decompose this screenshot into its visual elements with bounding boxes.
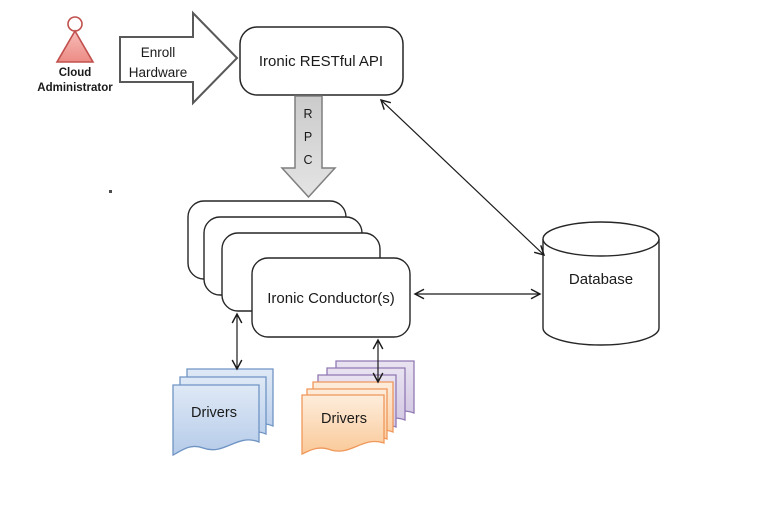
actor-body-icon: [55, 29, 95, 63]
drivers-blue-stack: [172, 368, 274, 457]
ironic-restful-api-box: [239, 26, 404, 96]
drivers-orange-doc-front: [301, 394, 385, 455]
database-cylinder-body: [542, 239, 660, 346]
enroll-label-line2: Hardware: [129, 65, 188, 80]
ironic-restful-api-label: Ironic RESTful API: [259, 53, 383, 70]
enroll-hardware-arrow: [119, 10, 239, 106]
database-cylinder-top: [542, 221, 660, 257]
actor-head-icon: [67, 16, 83, 32]
enroll-label-line1: Enroll: [141, 45, 176, 60]
drivers-orange-label: Drivers: [321, 411, 367, 427]
database-cylinder: [542, 221, 660, 346]
drivers-blue-doc-front: [172, 384, 260, 457]
rpc-letter-r: R: [303, 107, 312, 121]
cloud-administrator-icon: [55, 16, 95, 63]
drivers-blue-label: Drivers: [191, 405, 237, 421]
stray-dot: [109, 190, 112, 193]
ironic-conductors-label: Ironic Conductor(s): [267, 290, 395, 307]
drivers-orange-stack: [301, 381, 394, 455]
ironic-conductors-box: [251, 257, 411, 338]
rpc-letter-c: C: [303, 153, 312, 167]
api-database-arrow: [379, 98, 546, 257]
actor-label-line1: Cloud: [59, 67, 92, 79]
conductor-stack: [187, 200, 411, 338]
rpc-letter-p: P: [304, 130, 312, 144]
database-label: Database: [569, 271, 633, 288]
actor-label-line2: Administrator: [37, 82, 113, 94]
rpc-arrow: [280, 95, 337, 199]
